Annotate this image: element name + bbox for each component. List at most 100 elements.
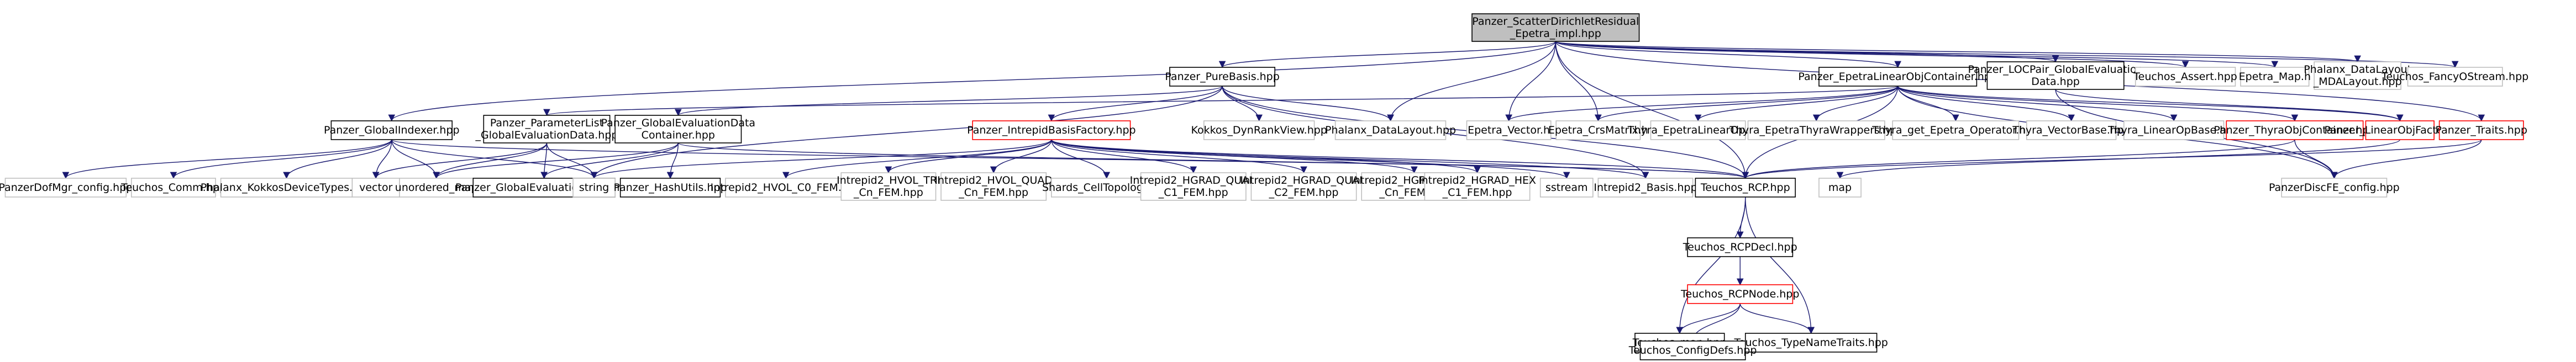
node-fancyostream[interactable]: Teuchos_FancyOStream.hpp (2381, 67, 2528, 87)
node-unordered-map[interactable]: unordered_map (395, 178, 478, 198)
edge-purebasis-to-phalanx-datalayout (1222, 86, 1394, 122)
edge (540, 142, 548, 179)
node-epetra-map[interactable]: Epetra_Map.h (2239, 67, 2311, 87)
node-thyra-vectorbase[interactable]: Thyra_VectorBase.hpp (2012, 120, 2130, 140)
node-label: Intrepid2_Basis.hpp (1594, 182, 1697, 194)
node-intrepidbasisfactory[interactable]: Panzer_IntrepidBasisFactory.hpp (967, 120, 1136, 140)
node-label: Thyra_LinearOpBase.hpp (2107, 124, 2239, 136)
node-thyraobjcontainer[interactable]: Panzer_ThyraObjContainer.hpp (2214, 120, 2376, 140)
node-locpair[interactable]: Panzer_LOCPair_GlobalEvaluationData.hpp (1968, 61, 2143, 90)
node-teuchos-assert[interactable]: Teuchos_Assert.hpp (2133, 67, 2237, 87)
edge-traits-to-panzerdiscfe (2331, 139, 2482, 179)
node-typenametraits[interactable]: Teuchos_TypeNameTraits.hpp (1733, 333, 1888, 353)
edge (1897, 86, 2075, 122)
edge (1051, 139, 1649, 179)
node-thyra-get-epetra[interactable]: Thyra_get_Epetra_Operator.hpp (1871, 120, 2039, 140)
edge-rcpnode-to-teuchos-map (1676, 303, 1741, 334)
node-label: Intrepid2_HGRAD_QUAD (1240, 174, 1367, 187)
node-label: PanzerDiscFE_config.hpp (2269, 182, 2400, 194)
node-hvol-quad[interactable]: Intrepid2_HVOL_QUAD_Cn_FEM.hpp (934, 172, 1053, 201)
node-purebasis[interactable]: Panzer_PureBasis.hpp (1165, 67, 1280, 87)
node-label: unordered_map (395, 182, 478, 194)
edge-globevalcontainer-to-unordered-map (433, 142, 679, 179)
node-box (1818, 67, 1978, 87)
node-label: Teuchos_Assert.hpp (2133, 71, 2237, 83)
node-configdefs[interactable]: Teuchos_ConfigDefs.hpp (1628, 340, 1757, 360)
edge (170, 139, 392, 179)
edge (1387, 41, 1556, 122)
edge-intrepidbasisfactory-to-teuchos-rcp (1051, 139, 1749, 179)
node-label: Intrepid2_HVOL_TRI (837, 174, 940, 187)
node-hvol-tri[interactable]: Intrepid2_HVOL_TRI_Cn_FEM.hpp (837, 172, 940, 201)
edge (1742, 139, 2295, 179)
node-thyra-epetrathyra[interactable]: Thyra_EpetraThyraWrappers.hpp (1729, 120, 1903, 140)
node-box (1687, 284, 1794, 304)
node-epetra-vector[interactable]: Epetra_Vector.h (1466, 120, 1552, 140)
node-phalanx-kokkos[interactable]: Phalanx_KokkosDeviceTypes.hpp (201, 178, 373, 198)
node-box (220, 178, 353, 198)
node-label: Thyra_EpetraThyraWrappers.hpp (1729, 124, 1903, 136)
edge-thyraobjcontainer-to-panzerdiscfe (2294, 139, 2338, 179)
node-box (399, 178, 474, 198)
edge (544, 86, 1899, 116)
node-label: Teuchos_ConfigDefs.hpp (1628, 344, 1757, 356)
node-vector[interactable]: vector (351, 178, 400, 198)
node-teuchos-comm[interactable]: Teuchos_Comm.hpp (120, 178, 226, 198)
node-epetra-crsmatrix[interactable]: Epetra_CrsMatrix.h (1548, 120, 1648, 140)
node-phalanx-datalayout[interactable]: Phalanx_DataLayout.hpp (1325, 120, 1456, 140)
node-phalanx-mdalayout[interactable]: Phalanx_DataLayout_MDALayout.hpp (2304, 61, 2411, 90)
edge-intrepidbasisfactory-to-hvol-c0 (782, 139, 1052, 179)
edge (677, 142, 1749, 179)
edge-epetralinobj-to-thyraobjcontainer (1897, 86, 2299, 122)
node-hvol-c0[interactable]: Intrepid2_HVOL_C0_FEM.hpp (711, 178, 862, 198)
node-hgrad-quad-c2[interactable]: Intrepid2_HGRAD_QUAD_C2_FEM.hpp (1240, 172, 1368, 201)
node-paramlist[interactable]: Panzer_ParameterList_GlobalEvaluationDat… (475, 115, 618, 143)
node-hgrad-hex-c1[interactable]: Intrepid2_HGRAD_HEX_C1_FEM.hpp (1418, 172, 1536, 201)
node-box (1203, 120, 1315, 140)
node-box (614, 115, 742, 143)
node-box (1471, 13, 1640, 42)
edge (1051, 139, 1570, 179)
node-linearobjfactory[interactable]: Panzer_LinearObjFactory.hpp (2325, 120, 2476, 140)
node-sstream[interactable]: sstream (1539, 178, 1594, 198)
node-label: Panzer_HashUtils.hpp (613, 182, 727, 194)
node-label: Shards_CellTopology.hpp (1042, 182, 1171, 194)
edge (283, 139, 392, 179)
node-shards[interactable]: Shards_CellTopology.hpp (1042, 178, 1171, 198)
edge (1837, 139, 2400, 179)
edge (591, 139, 1052, 179)
node-rcpdecl[interactable]: Teuchos_RCPDecl.hpp (1683, 237, 1797, 257)
edge-epetralinobj-to-thyra-vectorbase (1897, 86, 2075, 122)
node-rcpnode[interactable]: Teuchos_RCPNode.hpp (1680, 284, 1799, 304)
node-label: _C1_FEM.hpp (1158, 187, 1228, 199)
node-epetralinobj[interactable]: Panzer_EpetraLinearObjContainer.hpp (1798, 67, 1997, 87)
node-box (4, 178, 127, 198)
node-kokkos-dynrank[interactable]: Kokkos_DynRankView.hpp (1191, 120, 1327, 140)
node-thyra-epetralinop[interactable]: Thyra_EpetraLinearOp.hpp (1627, 120, 1769, 140)
edge-epetralinobj-to-epetra-vector (1505, 86, 1899, 122)
node-box (1250, 172, 1357, 201)
node-box (2407, 67, 2503, 87)
node-box (1639, 340, 1746, 360)
node-traits[interactable]: Panzer_Traits.hpp (2436, 120, 2527, 140)
node-string[interactable]: string (572, 178, 616, 198)
node-hashutils[interactable]: Panzer_HashUtils.hpp (613, 178, 727, 198)
node-label: Thyra_EpetraLinearOp.hpp (1627, 124, 1769, 136)
node-teuchos-rcp[interactable]: Teuchos_RCP.hpp (1695, 178, 1796, 198)
node-label: Teuchos_FancyOStream.hpp (2381, 71, 2528, 83)
node-dofmgr-config[interactable]: PanzerDofMgr_config.hpp (0, 178, 133, 198)
node-thyra-linearopbase[interactable]: Thyra_LinearOpBase.hpp (2107, 120, 2239, 140)
node-intrepid2-basis[interactable]: Intrepid2_Basis.hpp (1594, 178, 1697, 198)
node-map[interactable]: map (1818, 178, 1862, 198)
node-root[interactable]: Panzer_ScatterDirichletResidual_Epetra_i… (1471, 13, 1640, 42)
node-hgrad-quad-c1[interactable]: Intrepid2_HGRAD_QUAD_C1_FEM.hpp (1130, 172, 1257, 201)
edge-root-to-phalanx-datalayout (1387, 41, 1556, 122)
node-label: _MDALayout.hpp (2313, 76, 2402, 88)
edge-epetralinobj-to-thyra-epetralinop (1694, 86, 1899, 122)
edge (1051, 139, 1307, 174)
node-globalindexer[interactable]: Panzer_GlobalIndexer.hpp (324, 120, 460, 140)
node-box (1986, 61, 2125, 90)
edge-epetralinobj-to-thyra-epetrathyra (1812, 86, 1899, 122)
node-panzerdiscfe[interactable]: PanzerDiscFE_config.hpp (2269, 178, 2400, 198)
